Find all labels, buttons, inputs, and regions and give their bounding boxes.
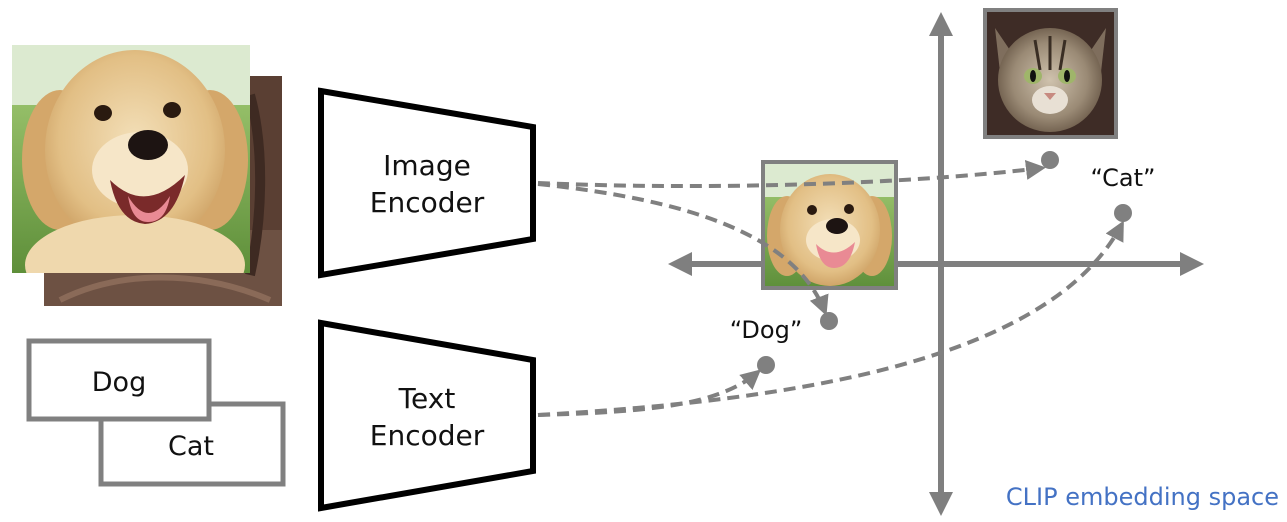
text-card-dog-label: Dog	[92, 367, 146, 398]
image-encoder-line1: Image	[383, 149, 471, 182]
cat-text-label: “Cat”	[1091, 164, 1156, 192]
dog-image-point	[820, 312, 838, 330]
dog-text-label: “Dog”	[730, 316, 803, 344]
dog-text-point	[757, 356, 775, 374]
input-image-stack	[12, 45, 282, 306]
arrow-image-to-cat	[537, 159, 1046, 189]
axis-arrow-left	[668, 252, 692, 276]
axis-arrow-right	[1180, 252, 1204, 276]
axis-arrow-down	[929, 492, 953, 516]
axis-arrow-up	[929, 12, 953, 36]
cat-image-point	[1041, 151, 1059, 169]
cat-embedding-thumbnail	[983, 8, 1118, 139]
dog-embedding-thumbnail	[761, 160, 898, 290]
text-encoder-line1: Text	[398, 382, 456, 415]
text-input-stack: Cat Dog	[26, 338, 286, 487]
text-card-cat-label: Cat	[168, 431, 214, 462]
text-encoder-line2: Encoder	[370, 419, 485, 452]
arrow-text-to-cat	[537, 220, 1124, 417]
arrow-image-to-dog	[537, 182, 829, 316]
embedding-space-title: CLIP embedding space	[1006, 483, 1279, 511]
projection-arrows	[537, 159, 1124, 417]
arrow-text-to-dog	[537, 369, 762, 417]
text-card-dog	[26, 338, 212, 422]
cat-text-point	[1114, 204, 1132, 222]
golden-retriever-photo	[12, 45, 250, 273]
embedding-points	[757, 151, 1132, 374]
image-encoder: Image Encoder	[318, 87, 536, 279]
text-encoder: Text Encoder	[318, 319, 536, 512]
image-encoder-line2: Encoder	[370, 186, 485, 219]
embedding-axes	[668, 12, 1204, 516]
